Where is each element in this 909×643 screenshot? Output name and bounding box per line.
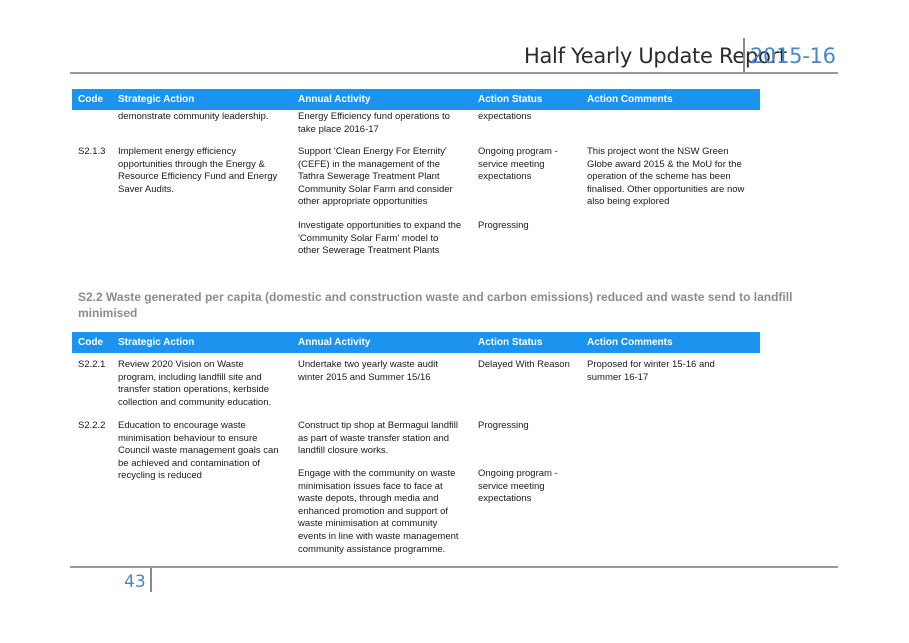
footer-divider (150, 568, 152, 592)
table-cell: Delayed With Reason (478, 359, 570, 370)
col-strategic-action: Strategic Action (118, 94, 195, 105)
row-code: S2.2.1 (78, 359, 106, 370)
table-cell: Ongoing program - service meeting expect… (478, 146, 558, 183)
row-code: S2.2.2 (78, 420, 106, 431)
header-divider (743, 38, 745, 72)
table-cell: Implement energy efficiency opportunitie… (118, 146, 278, 195)
table-cell: Ongoing program - service meeting expect… (478, 468, 558, 505)
col-annual-activity: Annual Activity (298, 94, 371, 105)
col-code: Code (78, 94, 103, 105)
page-number: 43 (124, 572, 146, 592)
table-cell: expectations (478, 111, 532, 122)
col-action-comments: Action Comments (587, 337, 673, 348)
col-code: Code (78, 337, 103, 348)
section-heading: S2.2 Waste generated per capita (domesti… (78, 290, 793, 320)
report-year: 2015-16 (750, 44, 836, 68)
footer-rule (70, 566, 838, 568)
col-annual-activity: Annual Activity (298, 337, 371, 348)
col-action-status: Action Status (478, 94, 543, 105)
col-action-status: Action Status (478, 337, 543, 348)
table-cell: Undertake two yearly waste audit winter … (298, 359, 438, 383)
table-header: Code Strategic Action Annual Activity Ac… (72, 332, 760, 353)
table-cell: Proposed for winter 15-16 and summer 16-… (587, 359, 715, 383)
report-title: Half Yearly Update Report (524, 44, 787, 68)
table-cell: Education to encourage waste minimisatio… (118, 420, 279, 482)
col-strategic-action: Strategic Action (118, 337, 195, 348)
table-cell: Support 'Clean Energy For Eternity' (CEF… (298, 146, 453, 208)
table-cell: Investigate opportunities to expand the … (298, 220, 462, 257)
table-cell: demonstrate community leadership. (118, 111, 269, 122)
table-cell: Engage with the community on waste minim… (298, 468, 459, 555)
row-code: S2.1.3 (78, 146, 106, 157)
table-cell: This project wont the NSW Green Globe aw… (587, 146, 745, 208)
table-cell: Review 2020 Vision on Waste program, inc… (118, 359, 272, 408)
table-cell: Construct tip shop at Bermagui landfill … (298, 420, 458, 457)
table-cell: Progressing (478, 420, 529, 431)
table-cell: Progressing (478, 220, 529, 231)
table-cell: Energy Efficiency fund operations to tak… (298, 111, 450, 135)
col-action-comments: Action Comments (587, 94, 673, 105)
header-rule (70, 72, 838, 74)
table-header: Code Strategic Action Annual Activity Ac… (72, 89, 760, 110)
